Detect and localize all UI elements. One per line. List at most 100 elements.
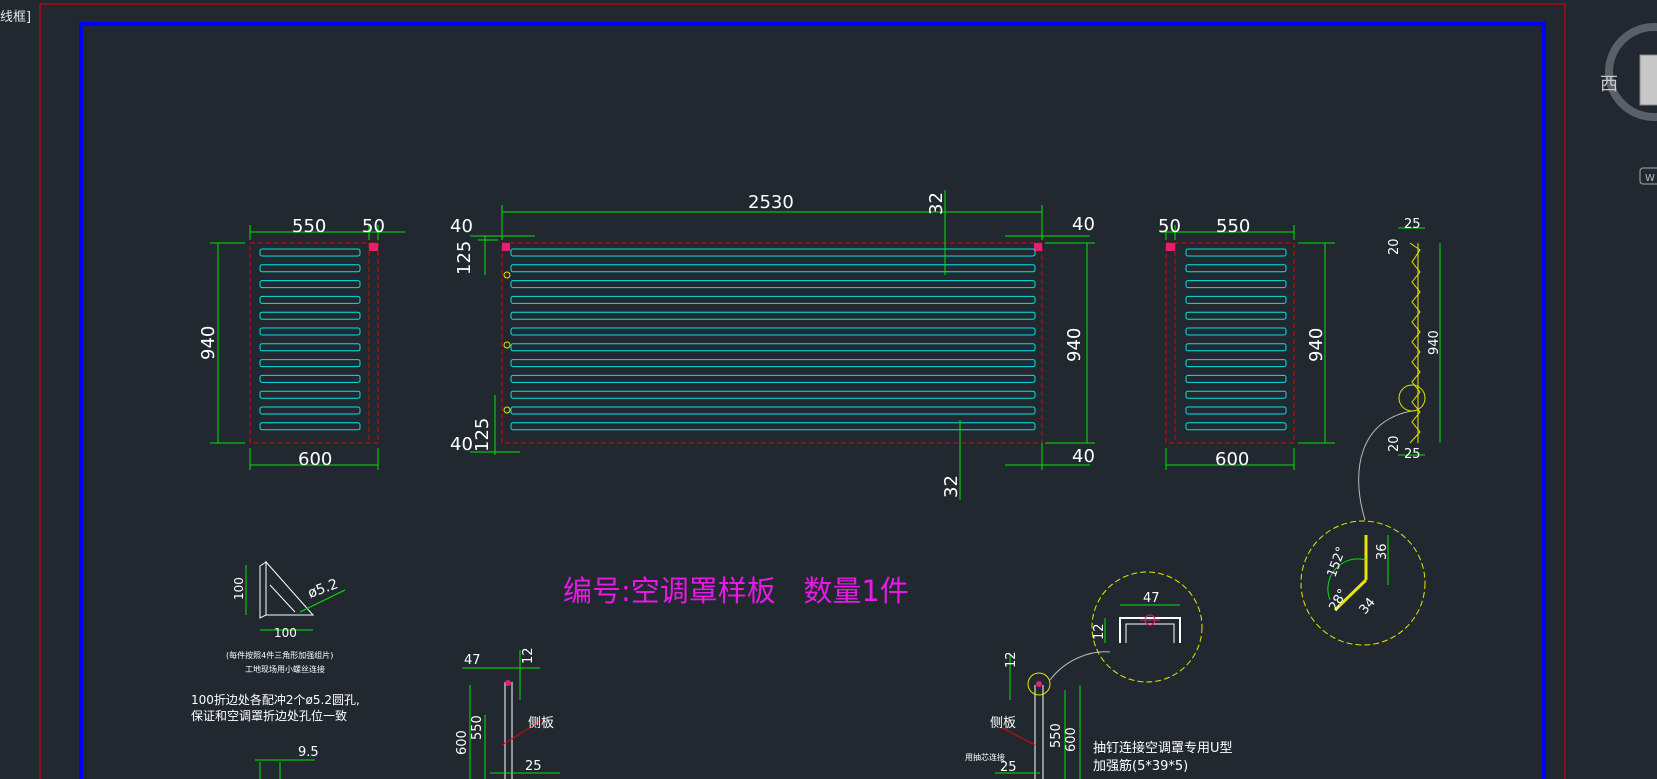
u-detail [1091, 571, 1203, 683]
louver-slot [259, 264, 361, 273]
louver-slot [510, 390, 1036, 399]
louver-slot [259, 327, 361, 336]
louver-slot [1185, 264, 1287, 273]
louver-slot [1185, 406, 1287, 415]
louver-slot [510, 374, 1036, 383]
section-b-lip: 12 [1004, 651, 1019, 668]
louver-slot [1185, 248, 1287, 257]
center-panel-dims [470, 190, 1095, 500]
side-profile-dims [1398, 227, 1441, 456]
louver-slot [1185, 359, 1287, 368]
section-b [995, 651, 1111, 779]
louver-slot [259, 343, 361, 352]
section-a-inner: 550 [470, 715, 485, 740]
louver-slot [510, 311, 1036, 320]
center-bottom-right: 40 [1072, 446, 1095, 467]
louver-slot [259, 374, 361, 383]
center-width: 2530 [748, 192, 794, 213]
bracket-height: 100 [232, 577, 246, 600]
center-offset-top: 32 [926, 192, 947, 215]
section-a-top-width: 47 [464, 653, 481, 668]
section-a-label: 侧板 [528, 716, 554, 731]
side-top: 25 [1404, 217, 1421, 232]
section-a-lip: 12 [521, 647, 536, 664]
louver-slot [510, 264, 1036, 273]
center-edge-bottom: 125 [472, 418, 493, 452]
u-height: 12 [1092, 623, 1107, 640]
angle-a2: 28° [1326, 587, 1351, 614]
louver-slot [259, 248, 361, 257]
section-b-note: 用抽芯连接 [965, 752, 1005, 762]
section-a-bottom: 25 [525, 759, 542, 774]
center-height: 940 [1064, 328, 1085, 362]
louver-slot [1185, 343, 1287, 352]
wcs-label: W [1645, 173, 1655, 184]
sheet-border-blue [79, 22, 1546, 779]
louver-slot [1185, 327, 1287, 336]
drawing-title: 编号:空调罩样板 数量1件 [563, 574, 909, 608]
louver-slot [510, 248, 1036, 257]
u-note-1: 抽钉连接空调罩专用U型 [1093, 740, 1233, 756]
frame-mode-label[interactable]: 线框] [0, 10, 32, 25]
louver-slot [510, 295, 1036, 304]
left-height: 940 [198, 326, 219, 360]
louver-slot [1185, 422, 1287, 431]
right-panel-louvers [1185, 248, 1287, 431]
viewcube-west-label: 西 [1600, 74, 1618, 95]
center-offset-bottom: 32 [941, 475, 962, 498]
louver-slot [1185, 374, 1287, 383]
louver-slot [1185, 280, 1287, 289]
bracket-note-2: 工地现场用小螺丝连接 [245, 664, 325, 674]
louver-slot [259, 390, 361, 399]
right-width-side: 50 [1158, 216, 1181, 237]
angle-l2: 34 [1357, 595, 1379, 617]
hole-note-2: 保证和空调罩折边处孔位一致 [191, 708, 347, 723]
right-panel-dims [1160, 225, 1335, 470]
louver-slot [259, 311, 361, 320]
section-a-outer: 600 [455, 730, 470, 755]
louver-slot [259, 406, 361, 415]
angle-detail [1300, 520, 1426, 646]
louver-slot [510, 422, 1036, 431]
left-panel [249, 242, 379, 444]
hole-note-1: 100折边处各配冲2个ø5.2圆孔, [191, 692, 360, 707]
left-width-total: 600 [298, 449, 332, 470]
right-width-total: 600 [1215, 449, 1249, 470]
bracket-detail [245, 560, 346, 631]
center-panel-louvers [510, 248, 1036, 431]
section-a [462, 650, 560, 779]
louver-slot [259, 280, 361, 289]
louver-slot [1185, 390, 1287, 399]
left-width-top: 550 [292, 216, 326, 237]
louver-slot [510, 280, 1036, 289]
section-b-label: 侧板 [990, 716, 1016, 731]
small-dim: 9.5 [298, 745, 319, 760]
louver-slot [510, 406, 1036, 415]
center-right-margin: 40 [1072, 214, 1095, 235]
louver-slot [1185, 295, 1287, 304]
center-edge-top: 125 [454, 241, 475, 275]
u-note-2: 加强筋(5*39*5) [1093, 758, 1188, 774]
louver-slot [510, 359, 1036, 368]
louver-slot [259, 359, 361, 368]
angle-l1: 36 [1375, 543, 1390, 560]
bracket-hole: ø5.2 [306, 576, 340, 602]
side-height: 940 [1427, 330, 1442, 355]
right-height: 940 [1306, 328, 1327, 362]
center-left-margin: 40 [450, 216, 473, 237]
left-panel-louvers [259, 248, 361, 431]
section-b-total: 600 [1064, 727, 1079, 752]
louver-slot [259, 295, 361, 304]
center-panel [501, 242, 1043, 444]
u-width: 47 [1143, 591, 1160, 606]
louver-slot [1185, 311, 1287, 320]
sheet-border-red [39, 3, 1566, 779]
side-bottom-inner: 20 [1387, 435, 1402, 452]
louver-slot [510, 343, 1036, 352]
right-width-top: 550 [1216, 216, 1250, 237]
louver-slot [259, 422, 361, 431]
angle-a1: 152° [1325, 545, 1350, 580]
side-bottom: 25 [1404, 447, 1421, 462]
viewcube[interactable]: 西 W [1600, 23, 1657, 185]
